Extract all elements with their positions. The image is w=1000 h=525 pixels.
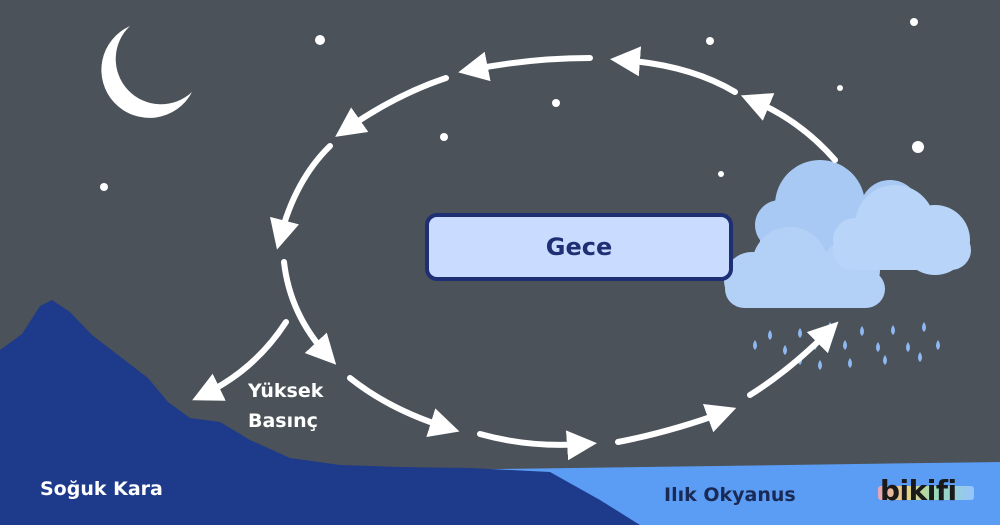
arrow-segment: [281, 259, 337, 365]
high-pressure-line2: Basınç: [248, 410, 318, 432]
star: [315, 35, 325, 45]
cloud-right: [833, 185, 971, 275]
night-label-box: Gece: [425, 213, 733, 281]
arrow-segment: [269, 143, 333, 250]
brand-logo-highlight: [878, 486, 974, 500]
arrow-segment: [458, 51, 593, 82]
warm-ocean-label: Ilık Okyanus: [664, 484, 796, 506]
rain-clouds: [724, 160, 971, 308]
star: [100, 183, 108, 191]
night-label: Gece: [545, 233, 613, 261]
brand-logo: bikifi: [880, 474, 957, 507]
star: [706, 37, 714, 45]
cold-land-mountain: [0, 300, 640, 525]
arrow-segment: [335, 75, 449, 137]
stars: [100, 18, 924, 191]
high-pressure-line1: Yüksek: [248, 380, 324, 402]
star: [440, 133, 448, 141]
cold-land-label: Soğuk Kara: [40, 478, 163, 500]
star: [718, 171, 724, 177]
arrow-segment: [747, 321, 839, 398]
high-pressure-label: Yüksek Basınç: [248, 376, 323, 436]
arrow-segment: [477, 430, 597, 461]
circulation-arrows: [192, 46, 839, 461]
moon-icon: [101, 26, 192, 118]
arrow-segment: [347, 375, 460, 437]
star: [910, 18, 918, 26]
star: [912, 141, 924, 153]
arrow-segment: [740, 93, 838, 163]
arrow-segment: [610, 46, 738, 95]
cloud-front: [724, 227, 885, 308]
star: [837, 85, 843, 91]
arrow-segment: [192, 319, 289, 401]
star: [552, 99, 560, 107]
arrow-segment: [615, 404, 737, 445]
